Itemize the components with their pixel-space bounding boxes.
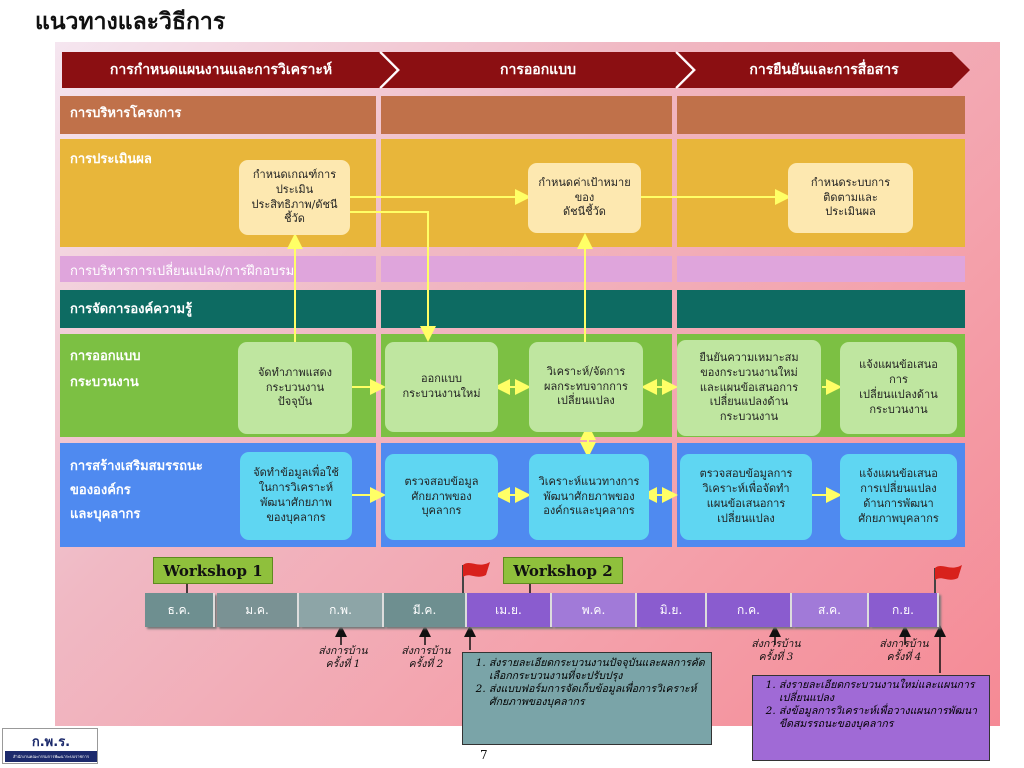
month-apr: เม.ย. — [467, 593, 552, 627]
logo-text: ก.พ.ร. — [31, 735, 71, 750]
row-label-project-mgmt: การบริหารโครงการ — [70, 106, 182, 121]
phase-planning: การกำหนดแผนงานและการวิเคราะห์ — [109, 62, 333, 78]
page-number: 7 — [480, 748, 488, 762]
delivery-1: ส่งการบ้าน ครั้งที่ 1 — [318, 645, 368, 670]
band-project-mgmt-col3 — [677, 96, 965, 134]
opdc-logo: ก.พ.ร. สำนักงานคณะกรรมการพัฒนาระบบราชการ — [2, 728, 98, 764]
node-confirm-process: ยืนยันความเหมาะสม ของกระบวนงานใหม่ และแผ… — [677, 340, 821, 436]
band-change-col1 — [60, 256, 376, 282]
node-check-analysis: ตรวจสอบข้อมูลการ วิเคราะห์เพื่อจัดทำ แผน… — [680, 454, 812, 540]
band-knowledge-col3 — [677, 290, 965, 328]
note-box-final-deliverables: ส่งรายละเอียดกระบวนงานใหม่และแผนการเปลี่… — [752, 675, 990, 761]
note-box-1-item: ส่งแบบฟอร์มการจัดเก็บข้อมูลเพื่อการวิเคร… — [489, 683, 705, 709]
node-announce-process: แจ้งแผนข้อเสนอ การ เปลี่ยนแปลงด้าน กระบว… — [840, 342, 957, 434]
month-feb: ก.พ. — [299, 593, 384, 627]
node-change-impact: วิเคราะห์/จัดการ ผลกระทบจากการ เปลี่ยนแป… — [529, 342, 643, 432]
phase-confirm: การยืนยันและการสื่อสาร — [749, 62, 899, 78]
band-project-mgmt-col1 — [60, 96, 376, 134]
month-jun: มิ.ย. — [637, 593, 707, 627]
band-knowledge-col2 — [381, 290, 672, 328]
row-label-process-design: การออกแบบ กระบวนงาน — [70, 349, 141, 390]
workshop-2-label: Workshop 2 — [503, 557, 623, 584]
note-box-2-item: ส่งรายละเอียดกระบวนงานใหม่และแผนการเปลี่… — [779, 679, 983, 705]
band-knowledge-col1 — [60, 290, 376, 328]
month-jan: ม.ค. — [217, 593, 299, 627]
month-may: พ.ค. — [552, 593, 637, 627]
node-capacity-data: จัดทำข้อมูลเพื่อใช้ ในการวิเคราะห์ พัฒนา… — [240, 452, 352, 540]
node-announce-capacity: แจ้งแผนข้อเสนอ การเปลี่ยนแปลง ด้านการพัฒ… — [840, 454, 957, 540]
node-eval-system: กำหนดระบบการ ติดตามและ ประเมินผล — [788, 163, 913, 233]
row-label-knowledge: การจัดการองค์ความรู้ — [70, 302, 193, 317]
delivery-3: ส่งการบ้าน ครั้งที่ 3 — [751, 638, 801, 663]
logo-subtitle: สำนักงานคณะกรรมการพัฒนาระบบราชการ — [5, 751, 97, 762]
node-new-process: ออกแบบ กระบวนงานใหม่ — [385, 342, 498, 432]
month-jul: ก.ค. — [707, 593, 792, 627]
node-check-capacity: ตรวจสอบข้อมูล ศักยภาพของ บุคลากร — [385, 454, 498, 540]
node-eval-criteria: กำหนดเกณฑ์การ ประเมิน ประสิทธิภาพ/ดัชนี … — [239, 160, 350, 235]
phase-design: การออกแบบ — [500, 62, 576, 78]
page-title: แนวทางและวิธีการ — [35, 8, 226, 35]
month-aug: ส.ค. — [792, 593, 869, 627]
row-label-evaluation: การประเมินผล — [70, 152, 152, 167]
month-dec: ธ.ค. — [145, 593, 215, 627]
month-sep: ก.ย. — [869, 593, 939, 627]
band-project-mgmt-col2 — [381, 96, 672, 134]
note-box-1-item: ส่งรายละเอียดกระบวนงานปัจจุบันและผลการคั… — [489, 657, 705, 683]
band-change-col3 — [677, 256, 965, 282]
delivery-4: ส่งการบ้าน ครั้งที่ 4 — [879, 638, 929, 663]
node-analyze-capacity: วิเคราะห์แนวทางการ พัฒนาศักยภาพของ องค์ก… — [529, 454, 649, 540]
note-box-2-item: ส่งข้อมูลการวิเคราะห์เพื่อวางแผนการพัฒนา… — [779, 705, 983, 731]
month-mar: มี.ค. — [384, 593, 467, 627]
row-label-capacity: การสร้างเสริมสมรรถนะ ขององค์กร และบุคลาก… — [70, 459, 203, 523]
node-current-process: จัดทำภาพแสดง กระบวนงาน ปัจจุบัน — [238, 342, 352, 434]
note-box-first-deliverables: ส่งรายละเอียดกระบวนงานปัจจุบันและผลการคั… — [462, 652, 712, 745]
row-label-change-mgmt: การบริหารการเปลี่ยนแปลง/การฝึกอบรม — [70, 264, 295, 279]
delivery-2: ส่งการบ้าน ครั้งที่ 2 — [401, 645, 451, 670]
workshop-1-label: Workshop 1 — [153, 557, 273, 584]
band-change-col2 — [381, 256, 672, 282]
node-eval-target: กำหนดค่าเป้าหมาย ของ ดัชนีชี้วัด — [528, 163, 641, 233]
